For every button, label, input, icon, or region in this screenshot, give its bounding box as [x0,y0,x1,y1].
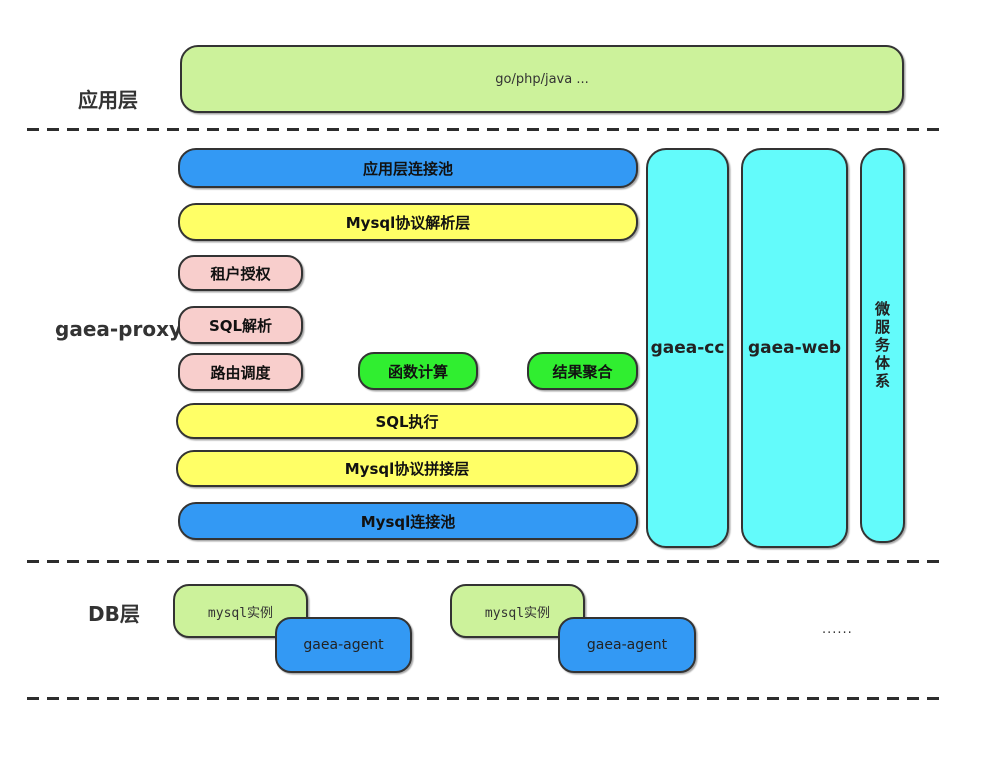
app-conn-pool-box: 应用层连接池 [178,148,638,188]
gaea-agent-box-1: gaea-agent [275,617,412,673]
mysql-protocol-join-box: Mysql协议拼接层 [176,450,638,487]
gaea-web-column: gaea-web [741,148,848,548]
separator-proxy-db [27,560,940,563]
separator-bottom [27,697,940,700]
function-compute-box: 函数计算 [358,352,478,390]
proxy-layer-label: gaea-proxy [55,317,183,341]
route-dispatch-box: 路由调度 [178,353,303,391]
mysql-conn-pool-box: Mysql连接池 [178,502,638,540]
mysql-instance-box-1: mysql实例 [173,584,308,638]
result-aggregate-box: 结果聚合 [527,352,638,390]
microservice-system-label: 微服务体系 [873,300,891,391]
sql-parse-box: SQL解析 [178,306,303,344]
microservice-system-column: 微服务体系 [860,148,905,543]
gaea-agent-label-1: gaea-agent [303,637,384,653]
gaea-agent-label-2: gaea-agent [586,637,668,653]
db-more-ellipsis: ...... [822,622,853,637]
mysql-instance-label-2: mysql实例 [484,605,551,621]
app-runtime-box: go/php/java ... [180,45,904,113]
tenant-auth-box: 租户授权 [178,255,303,291]
sql-execute-box: SQL执行 [176,403,638,439]
app-runtime-label: go/php/java ... [495,71,589,87]
db-layer-label: DB层 [88,602,140,626]
mysql-instance-label-1: mysql实例 [207,605,274,621]
app-layer-label: 应用层 [78,88,138,112]
separator-app-proxy [27,128,940,131]
gaea-agent-box-2: gaea-agent [558,617,696,673]
gaea-cc-column: gaea-cc [646,148,729,548]
mysql-protocol-parse-box: Mysql协议解析层 [178,203,638,241]
